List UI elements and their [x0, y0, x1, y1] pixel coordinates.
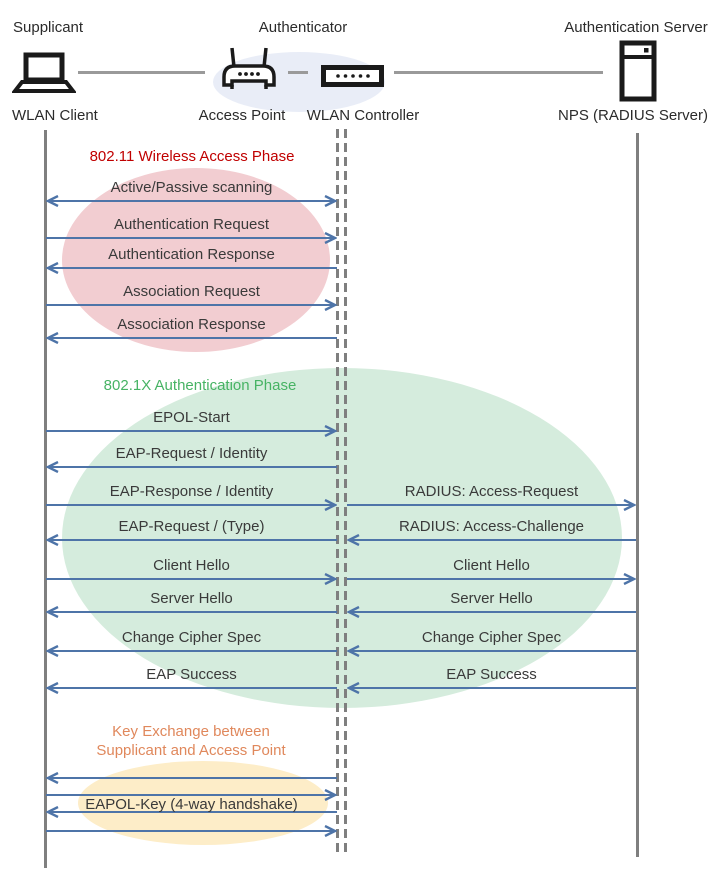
message-arrow: [346, 681, 636, 695]
controller-lifeline-left: [336, 129, 339, 856]
message-label: Active/Passive scanning: [110, 179, 273, 196]
device-label-access-point: Access Point: [198, 107, 286, 124]
message-arrow: [346, 605, 636, 619]
role-label-authentication-server: Authentication Server: [564, 19, 708, 36]
connector-line-client-ap: [78, 71, 205, 74]
supplicant-lifeline: [44, 130, 47, 868]
phase3-title-line1: Key Exchange between: [112, 723, 270, 740]
auth-server-lifeline: [636, 133, 639, 857]
message-arrow: [346, 533, 636, 547]
message-label: RADIUS: Access-Challenge: [398, 518, 585, 535]
message-label: Association Response: [117, 316, 266, 333]
message-label: Server Hello: [150, 590, 233, 607]
access-point-icon: [222, 47, 276, 89]
phase3-title-line2: Supplicant and Access Point: [96, 742, 286, 759]
device-label-wlan-controller: WLAN Controller: [306, 107, 420, 124]
laptop-icon: [12, 52, 76, 93]
role-label-supplicant: Supplicant: [13, 19, 84, 36]
message-label: Change Cipher Spec: [121, 629, 262, 646]
message-label: Authentication Response: [108, 246, 275, 263]
message-label: EAP-Request / Identity: [115, 445, 268, 462]
message-arrow: [46, 298, 338, 312]
message-arrow: [346, 644, 636, 658]
phase3-title: Key Exchange between Supplicant and Acce…: [96, 722, 285, 760]
message-arrow: [46, 424, 338, 438]
message-arrow: [45, 261, 337, 275]
phase1-title: 802.11 Wireless Access Phase: [89, 148, 295, 165]
role-label-authenticator: Authenticator: [258, 19, 348, 36]
message-arrow: [45, 331, 337, 345]
message-arrow: [45, 194, 338, 208]
message-label: Association Request: [123, 283, 260, 300]
message-label: EAP-Request / (Type): [118, 518, 265, 535]
message-arrow: [347, 572, 637, 586]
message-label: Client Hello: [453, 557, 530, 574]
message-arrow: [45, 681, 337, 695]
message-arrow: [45, 805, 337, 819]
message-arrow: [45, 460, 337, 474]
wlan-controller-icon: [321, 65, 384, 87]
message-label: Change Cipher Spec: [421, 629, 562, 646]
message-label: EAP-Response / Identity: [109, 483, 274, 500]
connector-line-ap-controller: [288, 71, 308, 74]
device-label-wlan-client: WLAN Client: [12, 107, 98, 124]
message-label: EAPOL-Key (4-way handshake): [85, 796, 298, 813]
message-arrow: [46, 498, 338, 512]
message-label: RADIUS: Access-Request: [404, 483, 579, 500]
message-arrow: [46, 788, 338, 802]
message-label: EPOL-Start: [153, 409, 230, 426]
message-label: EAP Success: [146, 666, 237, 683]
message-label: EAP Success: [446, 666, 537, 683]
message-arrow: [46, 572, 338, 586]
message-arrow: [45, 644, 337, 658]
message-arrow: [45, 533, 337, 547]
message-arrow: [46, 231, 338, 245]
message-arrow: [45, 771, 337, 785]
server-icon: [619, 40, 657, 102]
controller-lifeline-right: [344, 129, 347, 856]
message-label: Server Hello: [450, 590, 533, 607]
message-label: Authentication Request: [113, 216, 270, 233]
connector-line-controller-server: [394, 71, 603, 74]
message-arrow: [46, 824, 338, 838]
message-arrow: [347, 498, 637, 512]
phase2-title: 802.1X Authentication Phase: [103, 377, 297, 394]
phase1-802-11-ellipse: [62, 168, 330, 352]
device-label-nps-radius-server: NPS (RADIUS Server): [557, 107, 709, 124]
message-label: Client Hello: [153, 557, 230, 574]
message-arrow: [45, 605, 337, 619]
